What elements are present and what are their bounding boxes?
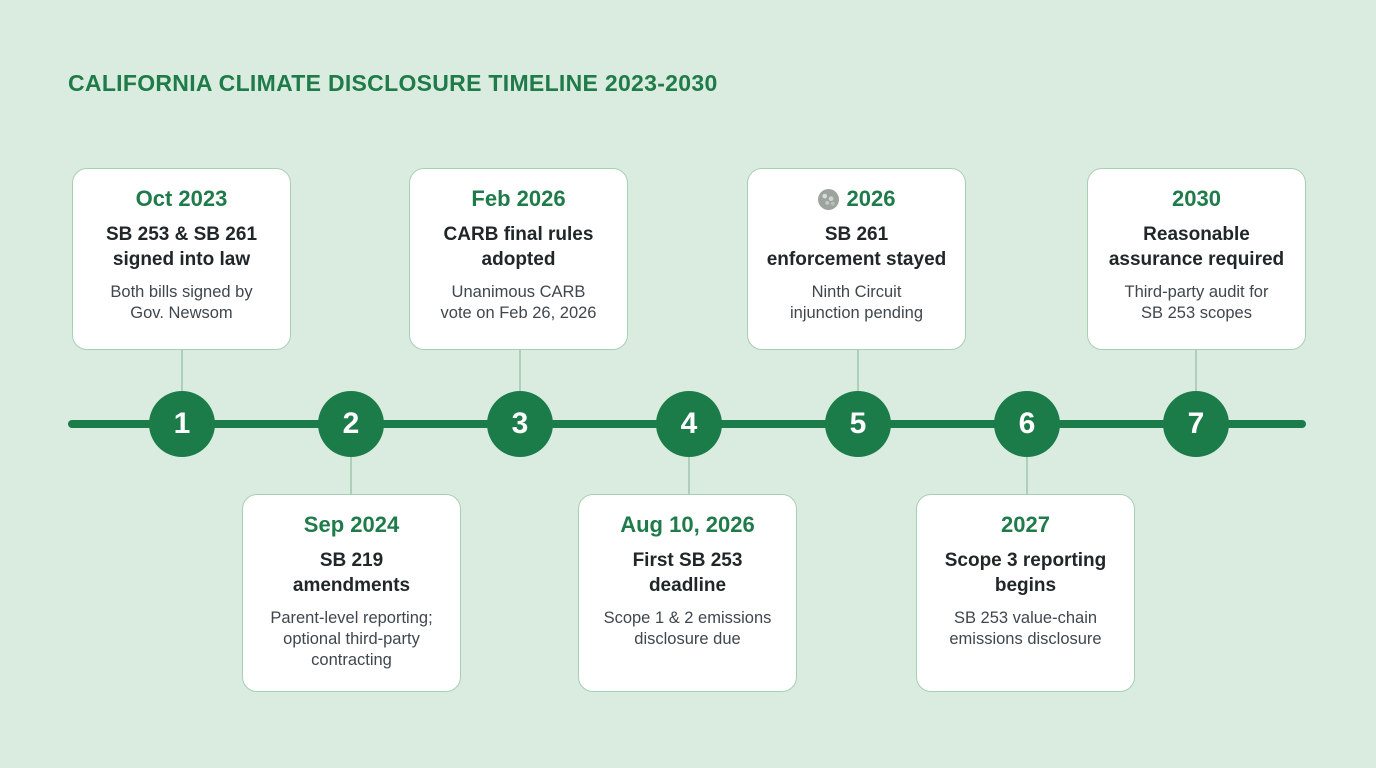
- node-number: 6: [1018, 407, 1036, 440]
- event-heading: First SB 253 deadline: [632, 550, 743, 597]
- event-date: Oct 2023: [135, 186, 228, 211]
- node-number: 1: [173, 407, 191, 440]
- event-date: 2030: [1172, 186, 1221, 211]
- event-heading: Scope 3 reporting begins: [944, 550, 1107, 597]
- event-description: SB 253 value-chain emissions disclosure: [949, 608, 1102, 648]
- event-date: Sep 2024: [303, 512, 400, 537]
- event-date: 2026: [758, 186, 955, 212]
- connector-line: [350, 455, 352, 495]
- connector-line: [181, 349, 183, 393]
- event-heading: SB 219 amendments: [292, 550, 411, 597]
- timeline-node-5: 5: [825, 391, 891, 457]
- event-heading: CARB final rules adopted: [443, 224, 594, 271]
- event-description: Ninth Circuit injunction pending: [789, 282, 924, 322]
- connector-line: [1195, 349, 1197, 393]
- event-card-2030: 2030 Reasonable assurance required Third…: [1087, 168, 1306, 350]
- connector-line: [857, 349, 859, 393]
- event-heading: SB 253 & SB 261 signed into law: [105, 224, 258, 271]
- node-number: 3: [511, 407, 529, 440]
- node-number: 5: [849, 407, 867, 440]
- event-card-sep-2024: Sep 2024 SB 219 amendments Parent-level …: [242, 494, 461, 692]
- event-date: 2027: [1001, 512, 1050, 537]
- timeline-node-4: 4: [656, 391, 722, 457]
- page-title: CALIFORNIA CLIMATE DISCLOSURE TIMELINE 2…: [68, 70, 718, 96]
- timeline-node-6: 6: [994, 391, 1060, 457]
- timeline-node-3: 3: [487, 391, 553, 457]
- timeline-node-7: 7: [1163, 391, 1229, 457]
- event-date: Feb 2026: [471, 186, 566, 211]
- event-heading: SB 261 enforcement stayed: [766, 224, 947, 271]
- event-date: Aug 10, 2026: [620, 512, 755, 537]
- connector-line: [1026, 455, 1028, 495]
- event-description: Scope 1 & 2 emissions disclosure due: [603, 608, 772, 648]
- event-card-aug-10-2026: Aug 10, 2026 First SB 253 deadline Scope…: [578, 494, 797, 692]
- event-date-text: 2026: [846, 186, 896, 211]
- event-description: Third-party audit for SB 253 scopes: [1124, 282, 1269, 322]
- event-card-oct-2023: Oct 2023 SB 253 & SB 261 signed into law…: [72, 168, 291, 350]
- event-heading: Reasonable assurance required: [1108, 224, 1285, 271]
- timeline-node-2: 2: [318, 391, 384, 457]
- event-card-feb-2026: Feb 2026 CARB final rules adopted Unanim…: [409, 168, 628, 350]
- globe-icon: [817, 188, 839, 210]
- timeline-node-1: 1: [149, 391, 215, 457]
- event-description: Unanimous CARB vote on Feb 26, 2026: [440, 282, 597, 322]
- event-card-2026-stay: 2026 SB 261 enforcement stayed Ninth Cir…: [747, 168, 966, 350]
- event-card-2027: 2027 Scope 3 reporting begins SB 253 val…: [916, 494, 1135, 692]
- event-description: Both bills signed by Gov. Newsom: [110, 282, 253, 322]
- node-number: 2: [342, 407, 360, 440]
- connector-line: [688, 455, 690, 495]
- node-number: 4: [680, 407, 698, 440]
- connector-line: [519, 349, 521, 393]
- node-number: 7: [1187, 407, 1205, 440]
- event-description: Parent-level reporting; optional third-p…: [270, 608, 433, 670]
